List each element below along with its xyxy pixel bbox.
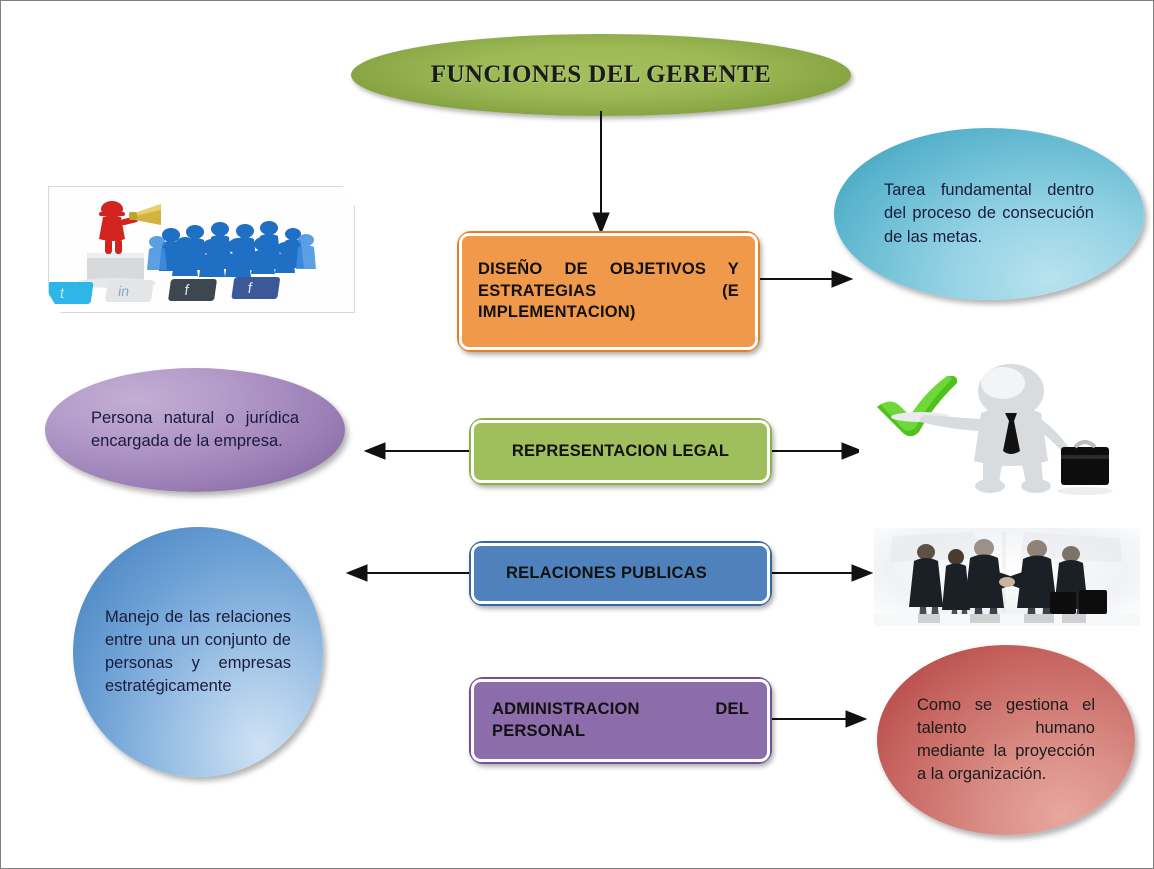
process-box-inner-frame: ADMINISTRACION DEL PERSONAL	[471, 679, 770, 762]
diagram-title-shape: FUNCIONES DEL GERENTE	[351, 34, 851, 116]
balloon-text-manejo: Manejo de las relaciones entre una un co…	[105, 607, 291, 696]
balloon-talento-humano[interactable]: Como se gestiona el talento humano media…	[877, 645, 1135, 835]
balloon-persona-natural[interactable]: Persona natural o jurídica encargada de …	[45, 368, 345, 492]
process-box-inner-frame: DISEÑO DE OBJETIVOS Y ESTRATEGIAS (E IMP…	[459, 233, 758, 350]
svg-text:f: f	[183, 282, 190, 299]
process-box-administracion-personal[interactable]: ADMINISTRACION DEL PERSONAL	[469, 677, 772, 764]
svg-text:f: f	[247, 280, 254, 297]
businessman-checkmark-illustration	[859, 363, 1139, 495]
process-box-relaciones-publicas[interactable]: RELACIONES PUBLICAS	[469, 541, 772, 606]
handshake-meeting-illustration	[874, 528, 1140, 626]
balloon-text-tarea: Tarea fundamental dentro del proceso de …	[884, 181, 1094, 246]
connector-objetivos-to-tarea	[760, 270, 854, 288]
leader-crowd-illustration: t in f f	[49, 187, 352, 310]
svg-text:in: in	[117, 283, 130, 299]
process-box-label-administracion: ADMINISTRACION DEL PERSONAL	[492, 700, 749, 740]
process-box-diseno-objetivos[interactable]: DISEÑO DE OBJETIVOS Y ESTRATEGIAS (E IMP…	[457, 231, 760, 352]
page-title: FUNCIONES DEL GERENTE	[430, 61, 772, 88]
connector-representacion-to-persona	[363, 442, 469, 460]
balloon-tarea-fundamental[interactable]: Tarea fundamental dentro del proceso de …	[834, 128, 1144, 300]
business-handshake-meeting-image	[874, 528, 1140, 626]
process-box-label-relaciones: RELACIONES PUBLICAS	[506, 563, 707, 582]
process-box-label-objetivos: DISEÑO DE OBJETIVOS Y ESTRATEGIAS (E IMP…	[478, 260, 739, 322]
process-box-representacion-legal[interactable]: REPRESENTACION LEGAL	[469, 418, 772, 485]
process-box-inner-frame: RELACIONES PUBLICAS	[471, 543, 770, 604]
balloon-text-como: Como se gestiona el talento humano media…	[917, 695, 1095, 784]
leader-with-megaphone-and-crowd-image: t in f f	[48, 186, 355, 313]
connector-representacion-to-picture	[772, 442, 864, 460]
balloon-manejo-relaciones[interactable]: Manejo de las relaciones entre una un co…	[73, 527, 323, 777]
process-box-label-representacion: REPRESENTACION LEGAL	[511, 441, 730, 460]
connector-title-to-objetivos	[592, 111, 610, 235]
connector-relaciones-to-picture	[772, 564, 874, 582]
connector-relaciones-to-manejo	[345, 564, 469, 582]
businessman-with-checkmark-image	[859, 363, 1139, 495]
process-box-inner-frame: REPRESENTACION LEGAL	[471, 420, 770, 483]
connector-administracion-to-como	[772, 710, 868, 728]
balloon-text-persona: Persona natural o jurídica encargada de …	[91, 408, 299, 450]
svg-text:t: t	[59, 285, 66, 302]
